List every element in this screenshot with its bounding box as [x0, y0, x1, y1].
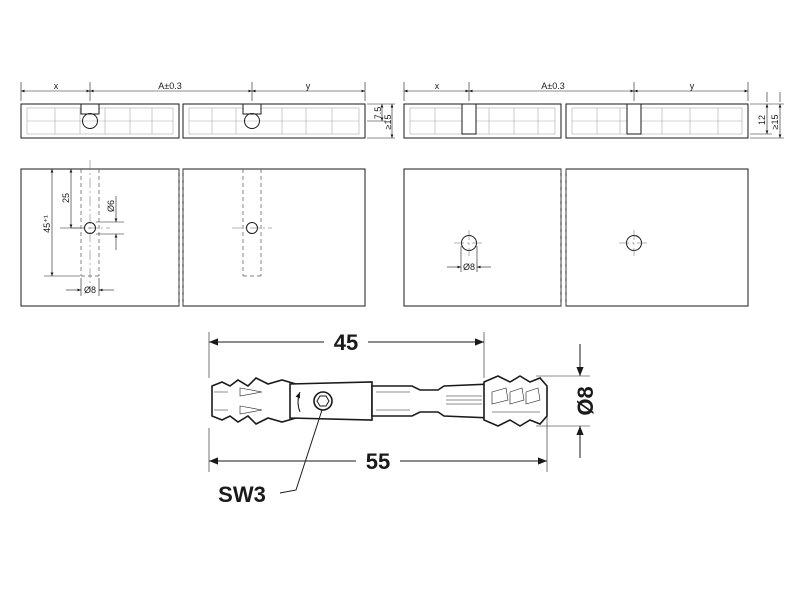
- left-dim-x: x: [54, 81, 59, 91]
- edge-bore-2: [626, 103, 642, 135]
- left-edge-view: x A±0.3 y 7.5 ≥15: [20, 81, 395, 139]
- connector-dim-d8: Ø8: [573, 386, 598, 415]
- left-dim-y: y: [306, 81, 311, 91]
- connector-detail: 45 55 Ø8: [208, 330, 598, 507]
- left-dim-d8: Ø8: [84, 285, 96, 295]
- left-dim-min15: ≥15: [383, 115, 393, 130]
- right-dim-x: x: [435, 81, 440, 91]
- right-edge-view: x A±0.3 y 12 ≥15: [403, 81, 784, 139]
- left-vertical-dimensions: 7.5 ≥15: [367, 103, 395, 139]
- right-dim-min15: ≥15: [770, 115, 780, 130]
- hex-drive-icon: [313, 391, 333, 411]
- left-edge-panel-1: [20, 103, 180, 139]
- right-dim-a: A±0.3: [541, 81, 564, 91]
- left-dim-25: 25: [61, 193, 71, 203]
- left-dim-45: 45⁺¹: [42, 215, 52, 233]
- left-face-panel-2: [182, 168, 366, 307]
- right-dim-12: 12: [757, 115, 767, 125]
- edge-hole-1: [82, 113, 98, 129]
- right-dimension-row: x A±0.3 y: [403, 81, 749, 101]
- right-edge-panel-2: [565, 103, 749, 139]
- left-face-panel-1: [20, 168, 180, 307]
- left-edge-panel-2: [182, 103, 366, 139]
- right-dim-y: y: [690, 81, 695, 91]
- left-dim-7-5: 7.5: [373, 107, 383, 120]
- rotation-arrow-icon: [295, 391, 301, 413]
- connector-drive-label: SW3: [218, 482, 266, 507]
- connector-dim-45: 45: [334, 330, 358, 355]
- left-face-view: 25 45⁺¹ Ø6 Ø8: [20, 160, 366, 307]
- left-dim-d6: Ø6: [106, 200, 116, 212]
- right-face-panel-2: [565, 168, 749, 307]
- right-face-panel-1: [403, 168, 562, 307]
- right-face-view: Ø8: [403, 168, 749, 307]
- connector-body: [211, 375, 548, 427]
- right-dim-d8: Ø8: [463, 262, 475, 272]
- right-vertical-dimensions: 12 ≥15: [750, 92, 784, 139]
- edge-hole-2: [244, 113, 260, 129]
- connector-dim-55: 55: [366, 449, 390, 474]
- right-edge-panel-1: [403, 103, 562, 139]
- edge-bore-1: [461, 103, 477, 135]
- left-dim-a: A±0.3: [158, 81, 181, 91]
- left-dimension-row: x A±0.3 y: [20, 81, 366, 101]
